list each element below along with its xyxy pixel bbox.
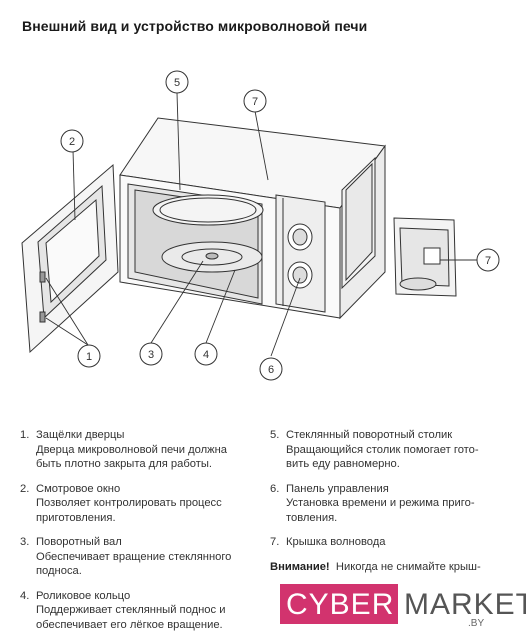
warning-label: Внимание! xyxy=(270,560,330,573)
legend-desc-line: Дверца микроволновой печи должна xyxy=(36,443,227,456)
callout-7-detail xyxy=(476,248,500,272)
callout-2 xyxy=(60,129,84,153)
legend-desc-line: Поддерживает стеклянный поднос и xyxy=(36,604,226,616)
legend-right-column: 5. Стеклянный поворотный столик Вращающий… xyxy=(270,428,510,584)
legend-number: 4. xyxy=(20,589,30,602)
waveguide-detail xyxy=(393,217,457,297)
legend-item-name: Панель управления xyxy=(286,482,389,495)
control-knobs xyxy=(287,223,313,289)
callout-label: 7 xyxy=(485,255,491,267)
callout-label: 6 xyxy=(268,364,274,376)
callout-6 xyxy=(259,357,283,381)
watermark-logo: CYBER MARKET .BY xyxy=(280,578,526,632)
callout-5 xyxy=(165,70,189,94)
legend-item-name: Поворотный вал xyxy=(36,536,122,548)
callout-label: 4 xyxy=(203,349,209,361)
legend-number: 7. xyxy=(270,536,280,548)
legend-desc-line: вить еду равномерно. xyxy=(286,458,400,470)
logo-cyber: CYBER xyxy=(286,588,395,621)
warning-note: Внимание! Никогда не снимайте крыш- xyxy=(270,560,510,575)
callout-7 xyxy=(243,89,267,113)
legend-number: 3. xyxy=(20,536,30,548)
microwave-diagram: 5 7 2 1 3 4 6 7 xyxy=(21,70,500,381)
legend-item-7: 7. Крышка волновода xyxy=(270,535,510,550)
legend-item-4: 4. Роликовое кольцо Поддерживает стеклянн… xyxy=(20,589,260,633)
callout-label: 2 xyxy=(69,136,75,148)
callout-4 xyxy=(194,342,218,366)
legend-number: 1. xyxy=(20,429,30,441)
legend-number: 6. xyxy=(270,482,280,495)
legend-item-name: Роликовое кольцо xyxy=(36,589,131,602)
legend-item-3: 3. Поворотный вал Обеспечивает вращение с… xyxy=(20,535,260,579)
legend-item-name: Смотровое окно xyxy=(36,482,121,495)
legend-left-column: 1. Защёлки дверцы Дверца микроволновой пе… xyxy=(20,428,260,642)
warning-text: Никогда не снимайте крыш- xyxy=(335,560,481,573)
legend-item-name: Крышка волновода xyxy=(286,536,386,548)
legend-item-1: 1. Защёлки дверцы Дверца микроволновой пе… xyxy=(20,428,260,472)
legend-desc-line: быть плотно закрыта для работы. xyxy=(36,458,212,470)
legend-item-5: 5. Стеклянный поворотный столик Вращающий… xyxy=(270,428,510,472)
open-door xyxy=(21,163,119,354)
legend-desc-line: Позволяет контролировать процесс xyxy=(36,497,222,509)
legend-item-2: 2. Смотровое окно Позволяет контролироват… xyxy=(20,482,260,526)
legend-desc-line: Обеспечивает вращение стеклянного xyxy=(36,550,232,563)
callout-label: 3 xyxy=(148,349,154,361)
callout-1 xyxy=(77,344,101,368)
legend-desc-line: Установка времени и режима приго- xyxy=(286,497,475,509)
legend-number: 2. xyxy=(20,482,30,495)
logo-background xyxy=(280,584,398,624)
legend-item-6: 6. Панель управления Установка времени и … xyxy=(270,482,510,526)
logo-by: .BY xyxy=(468,618,485,629)
legend-desc-line: приготовления. xyxy=(36,511,116,524)
logo-market: MARKET xyxy=(404,588,526,621)
page-title: Внешний вид и устройство микроволновой п… xyxy=(22,18,368,34)
legend-desc-line: подноса. xyxy=(36,565,82,577)
legend-item-name: Стеклянный поворотный столик xyxy=(286,429,453,441)
callout-label: 5 xyxy=(174,77,180,89)
legend-item-name: Защёлки дверцы xyxy=(36,429,125,441)
glass-turntable xyxy=(152,194,264,273)
callout-markers xyxy=(60,70,500,381)
callout-label: 1 xyxy=(86,351,92,363)
legend-desc-line: обеспечивает его лёгкое вращение. xyxy=(36,618,223,631)
legend-desc-line: Вращающийся столик помогает гото- xyxy=(286,443,479,456)
callout-label: 7 xyxy=(252,96,258,108)
callout-3 xyxy=(139,342,163,366)
legend-desc-line: товления. xyxy=(286,511,338,524)
legend-number: 5. xyxy=(270,429,280,441)
